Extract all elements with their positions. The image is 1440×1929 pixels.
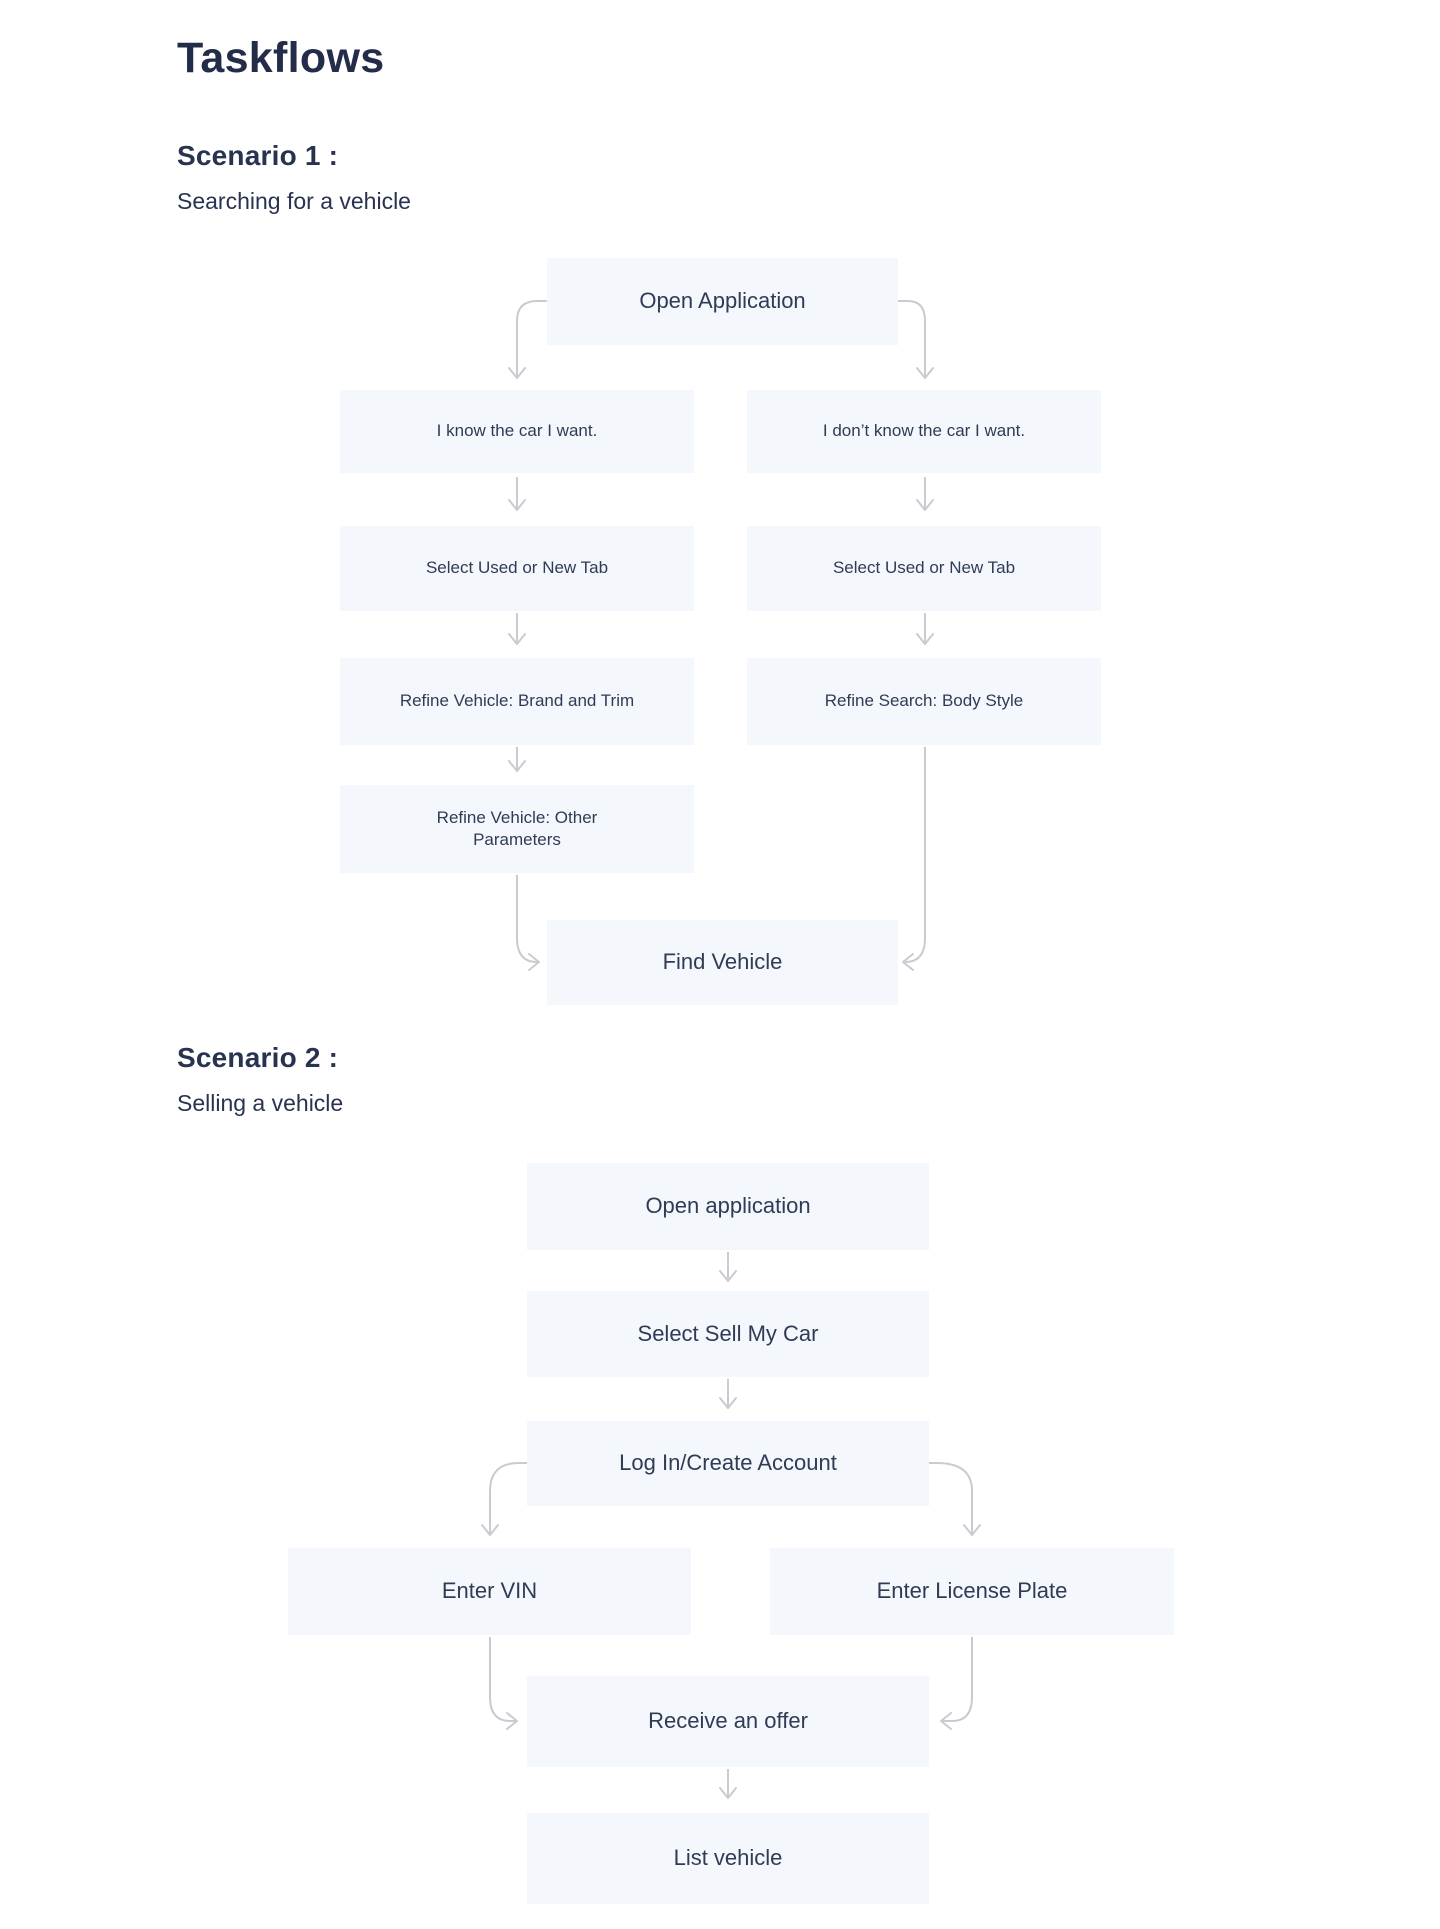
node-dont-know-car: I don’t know the car I want. [747,390,1101,473]
node-enter-vin: Enter VIN [288,1548,691,1635]
arrow-refine-other-to-find-vehicle [516,875,540,971]
arrow-enter-license-to-receive-offer [940,1637,973,1730]
arrow-enter-vin-to-receive-offer [489,1637,518,1730]
node-refine-other-parameters: Refine Vehicle: Other Parameters [340,785,694,873]
node-select-sell-my-car: Select Sell My Car [527,1291,929,1377]
scenario1-heading: Scenario 1 : [177,140,339,171]
node-label: Refine Vehicle: Other Parameters [436,807,598,849]
arrow-openapp-to-know-car [508,300,547,379]
node-label: Enter VIN [441,1578,538,1604]
node-label: Enter License Plate [876,1578,1068,1604]
page-title: Taskflows [177,34,385,82]
node-find-vehicle: Find Vehicle [547,920,898,1005]
node-label: Find Vehicle [662,949,783,975]
node-refine-brand-trim: Refine Vehicle: Brand and Trim [340,658,694,745]
arrow-refine-body-to-find-vehicle [902,747,926,971]
node-label: Select Used or New Tab [425,558,609,578]
node-refine-body-style: Refine Search: Body Style [747,658,1101,745]
node-select-used-new-tab-right: Select Used or New Tab [747,526,1101,611]
node-label: Receive an offer [648,1708,808,1734]
node-label: I know the car I want. [436,421,598,441]
node-label: I don’t know the car I want. [822,421,1026,441]
node-know-car: I know the car I want. [340,390,694,473]
node-receive-an-offer: Receive an offer [527,1676,929,1767]
node-label: Select Sell My Car [637,1320,819,1346]
node-list-vehicle: List vehicle [527,1813,929,1904]
node-open-application-2: Open application [527,1163,929,1250]
scenario2-heading: Scenario 2 : [177,1042,339,1073]
node-open-application: Open Application [547,258,898,345]
node-label: Refine Vehicle: Brand and Trim [399,691,635,711]
node-label: Refine Search: Body Style [824,691,1024,711]
node-label: Select Used or New Tab [832,558,1016,578]
node-label: Open Application [639,288,806,314]
node-log-in-create-account: Log In/Create Account [527,1421,929,1506]
scenario1-subtitle: Searching for a vehicle [177,188,411,214]
scenario2-subtitle: Selling a vehicle [177,1090,344,1116]
node-select-used-new-tab-left: Select Used or New Tab [340,526,694,611]
arrow-login-to-enter-vin [481,1462,527,1536]
node-label: List vehicle [673,1845,783,1871]
node-label: Open application [645,1193,811,1219]
node-enter-license-plate: Enter License Plate [770,1548,1174,1635]
arrow-openapp-to-dont-know-car [898,300,934,379]
node-label: Log In/Create Account [619,1450,837,1476]
arrow-login-to-enter-license [929,1462,981,1536]
